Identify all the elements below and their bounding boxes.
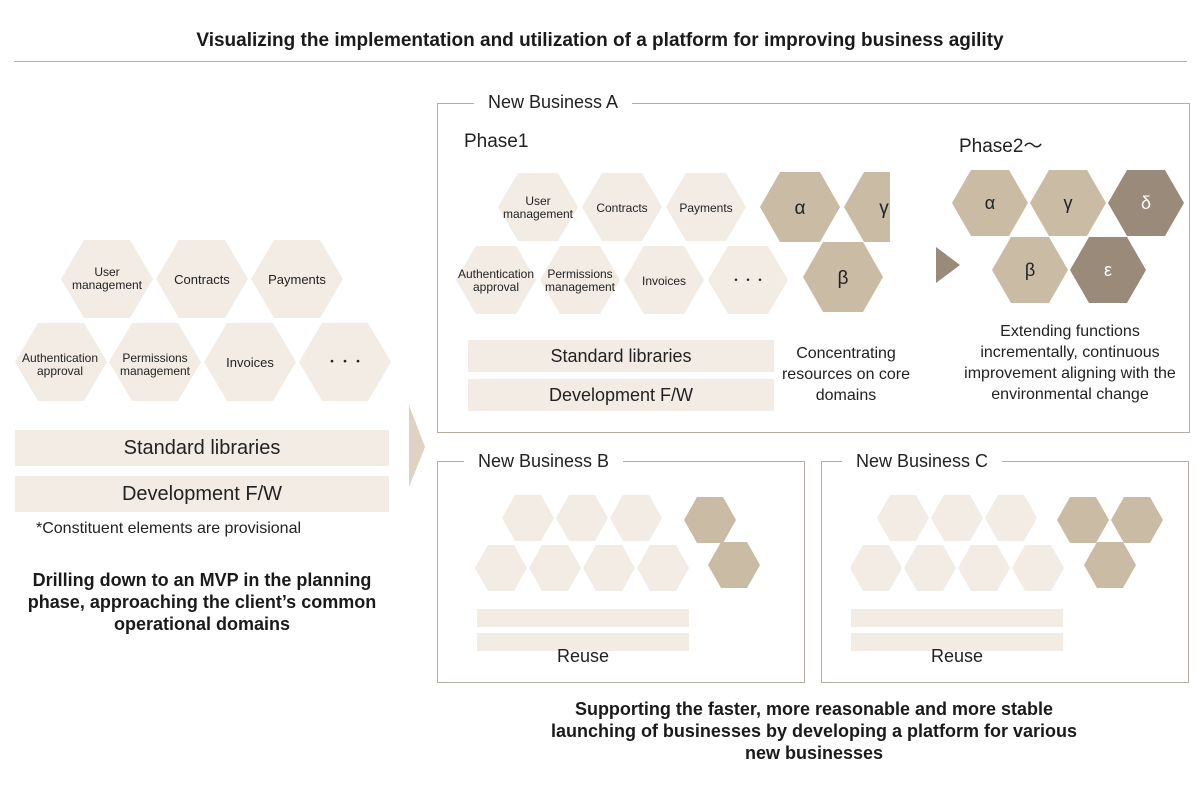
- hex-label-gamma: γ: [879, 198, 889, 219]
- business-c-bar-2: [851, 633, 1063, 651]
- hex-label-more: ・・・: [730, 273, 766, 287]
- hex-label-invoices: Invoices: [226, 355, 274, 370]
- hex-contracts: Contracts: [582, 173, 662, 241]
- left-standard-libraries: Standard libraries: [15, 430, 389, 466]
- hex-label-gamma: γ: [1064, 193, 1073, 213]
- left-caption: Drilling down to an MVP in the planning …: [27, 570, 377, 634]
- hex-invoices: Invoices: [204, 323, 296, 401]
- hex-label-alpha: α: [795, 198, 806, 219]
- business-b-reuse: Reuse: [556, 646, 610, 666]
- provisional-note: *Constituent elements are provisional: [36, 520, 302, 537]
- business-c-reuse: Reuse: [930, 646, 984, 666]
- business-a-label: New Business A: [474, 92, 633, 113]
- hex-label-beta: β: [838, 268, 849, 289]
- hex-invoices: Invoices: [624, 246, 704, 314]
- phase1-caption: Concentrating resources on core domains: [781, 345, 911, 404]
- hex-payments: Payments: [666, 173, 746, 241]
- business-b-bar-1: [477, 609, 689, 627]
- hex-label-payments: Payments: [679, 201, 732, 215]
- phase1-standard-libraries: Standard libraries: [468, 340, 774, 372]
- hex-more: ・・・: [299, 323, 391, 401]
- business-c-bar-1: [851, 609, 1063, 627]
- business-b-bar-2: [477, 633, 689, 651]
- business-b-label: New Business B: [464, 451, 624, 472]
- hex-label-epsilon: ε: [1104, 260, 1112, 280]
- hex-label-alpha: α: [985, 193, 995, 213]
- business-c-frame: [821, 461, 1189, 683]
- phase2-label: Phase2～: [959, 136, 1043, 157]
- hex-core-gamma: γ: [844, 172, 890, 242]
- hex-phase2-beta: β: [992, 237, 1068, 303]
- hex-phase2-gamma: γ: [1030, 170, 1106, 236]
- hex-payments: Payments: [251, 240, 343, 318]
- hex-label-delta: δ: [1141, 193, 1151, 213]
- bottom-caption: Supporting the faster, more reasonable a…: [550, 699, 1078, 763]
- hex-label-contracts: Contracts: [596, 201, 647, 215]
- hex-phase2-epsilon: ε: [1070, 237, 1146, 303]
- phase1-label: Phase1: [464, 131, 529, 152]
- phase-arrow-icon: [936, 247, 960, 283]
- hex-contracts: Contracts: [156, 240, 248, 318]
- phase1-development-fw: Development F/W: [468, 379, 774, 411]
- hex-core-beta: β: [803, 242, 883, 312]
- chevron-right-icon: [409, 405, 425, 487]
- title-divider: [14, 61, 1187, 62]
- business-c-hex-cluster: [850, 495, 1163, 591]
- page-title: Visualizing the implementation and utili…: [196, 30, 1004, 51]
- hex-more: ・・・: [708, 246, 788, 314]
- hex-label-more: ・・・: [325, 354, 364, 369]
- hex-phase2-alpha: α: [952, 170, 1028, 236]
- hex-phase2-delta: δ: [1108, 170, 1184, 236]
- hex-core-alpha: α: [760, 172, 840, 242]
- business-c-label: New Business C: [842, 451, 1003, 472]
- phase2-caption: Extending functions incrementally, conti…: [964, 323, 1176, 403]
- left-development-fw: Development F/W: [15, 476, 389, 512]
- phase2-hex-cluster: α γ δ β ε: [952, 170, 1184, 303]
- hex-label-contracts: Contracts: [174, 272, 230, 287]
- hex-label-invoices: Invoices: [642, 274, 686, 288]
- hex-label-beta: β: [1025, 260, 1035, 280]
- hex-label-payments: Payments: [268, 272, 326, 287]
- business-b-hex-cluster: [475, 495, 760, 591]
- business-a-frame: [437, 103, 1190, 433]
